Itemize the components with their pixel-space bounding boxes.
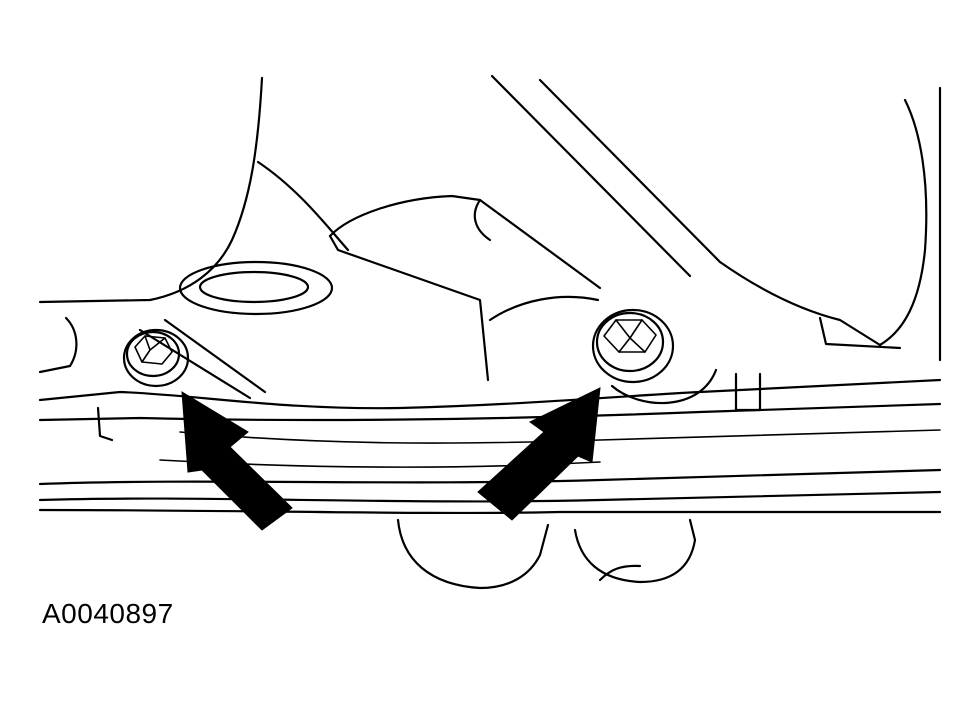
- right-boss: [610, 316, 902, 412]
- figure-id-label: A0040897: [42, 598, 174, 629]
- oval-port: [178, 260, 334, 316]
- upper-housing: [38, 74, 942, 362]
- raised-pad: [328, 194, 602, 382]
- arrow-right-icon: [477, 387, 601, 521]
- left-casting: [38, 316, 267, 442]
- right-bolt: [591, 308, 675, 384]
- callout-arrows: [181, 387, 601, 531]
- sump-lobes: [396, 518, 697, 590]
- arrow-left-icon: [181, 391, 293, 531]
- left-bolt: [122, 328, 190, 388]
